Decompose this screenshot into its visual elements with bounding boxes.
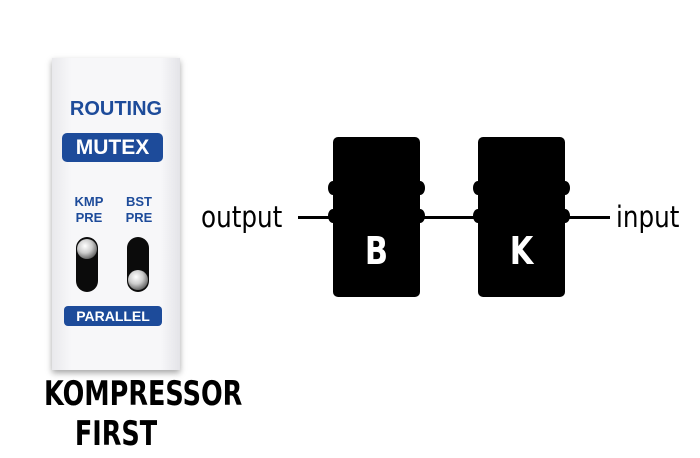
caption-line1: KOMPRESSOR xyxy=(44,374,243,414)
pedal-b-letter: B xyxy=(364,229,389,273)
kmp-pre-toggle[interactable] xyxy=(76,237,98,292)
output-cable xyxy=(298,216,334,219)
caption-line2: FIRST xyxy=(74,414,158,454)
pedal-b[interactable]: B xyxy=(328,137,425,297)
parallel-badge: PARALLEL xyxy=(64,306,162,326)
input-cable xyxy=(566,216,610,219)
routing-title: ROUTING xyxy=(69,98,163,120)
bst-pre-toggle[interactable] xyxy=(127,237,149,292)
pedal-k[interactable]: K xyxy=(473,137,570,297)
pedal-k-letter: K xyxy=(509,229,534,273)
input-label: input xyxy=(616,200,680,234)
pedal-cable xyxy=(420,216,478,219)
mutex-badge: MUTEX xyxy=(62,133,163,162)
output-label: output xyxy=(201,200,283,234)
